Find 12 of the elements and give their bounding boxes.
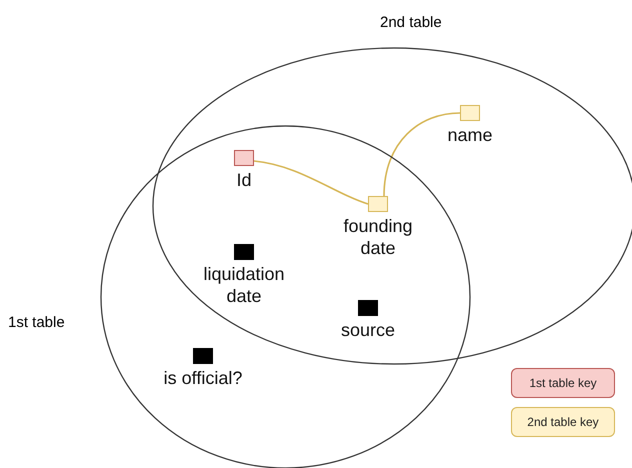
connector-line [383, 112, 460, 196]
attribute-label: founding date [342, 215, 414, 259]
attribute-label: Id [236, 169, 252, 191]
attribute-label: is official? [164, 367, 242, 389]
attribute-label: source [340, 319, 396, 341]
set-label: 1st table [8, 313, 65, 333]
attribute-label: name [447, 124, 493, 146]
set-label: 2nd table [380, 13, 442, 33]
legend-key: 2nd table key [511, 407, 615, 437]
attribute-label: liquidation date [202, 263, 286, 307]
connector-line [254, 160, 368, 205]
legend-key: 1st table key [511, 368, 615, 398]
